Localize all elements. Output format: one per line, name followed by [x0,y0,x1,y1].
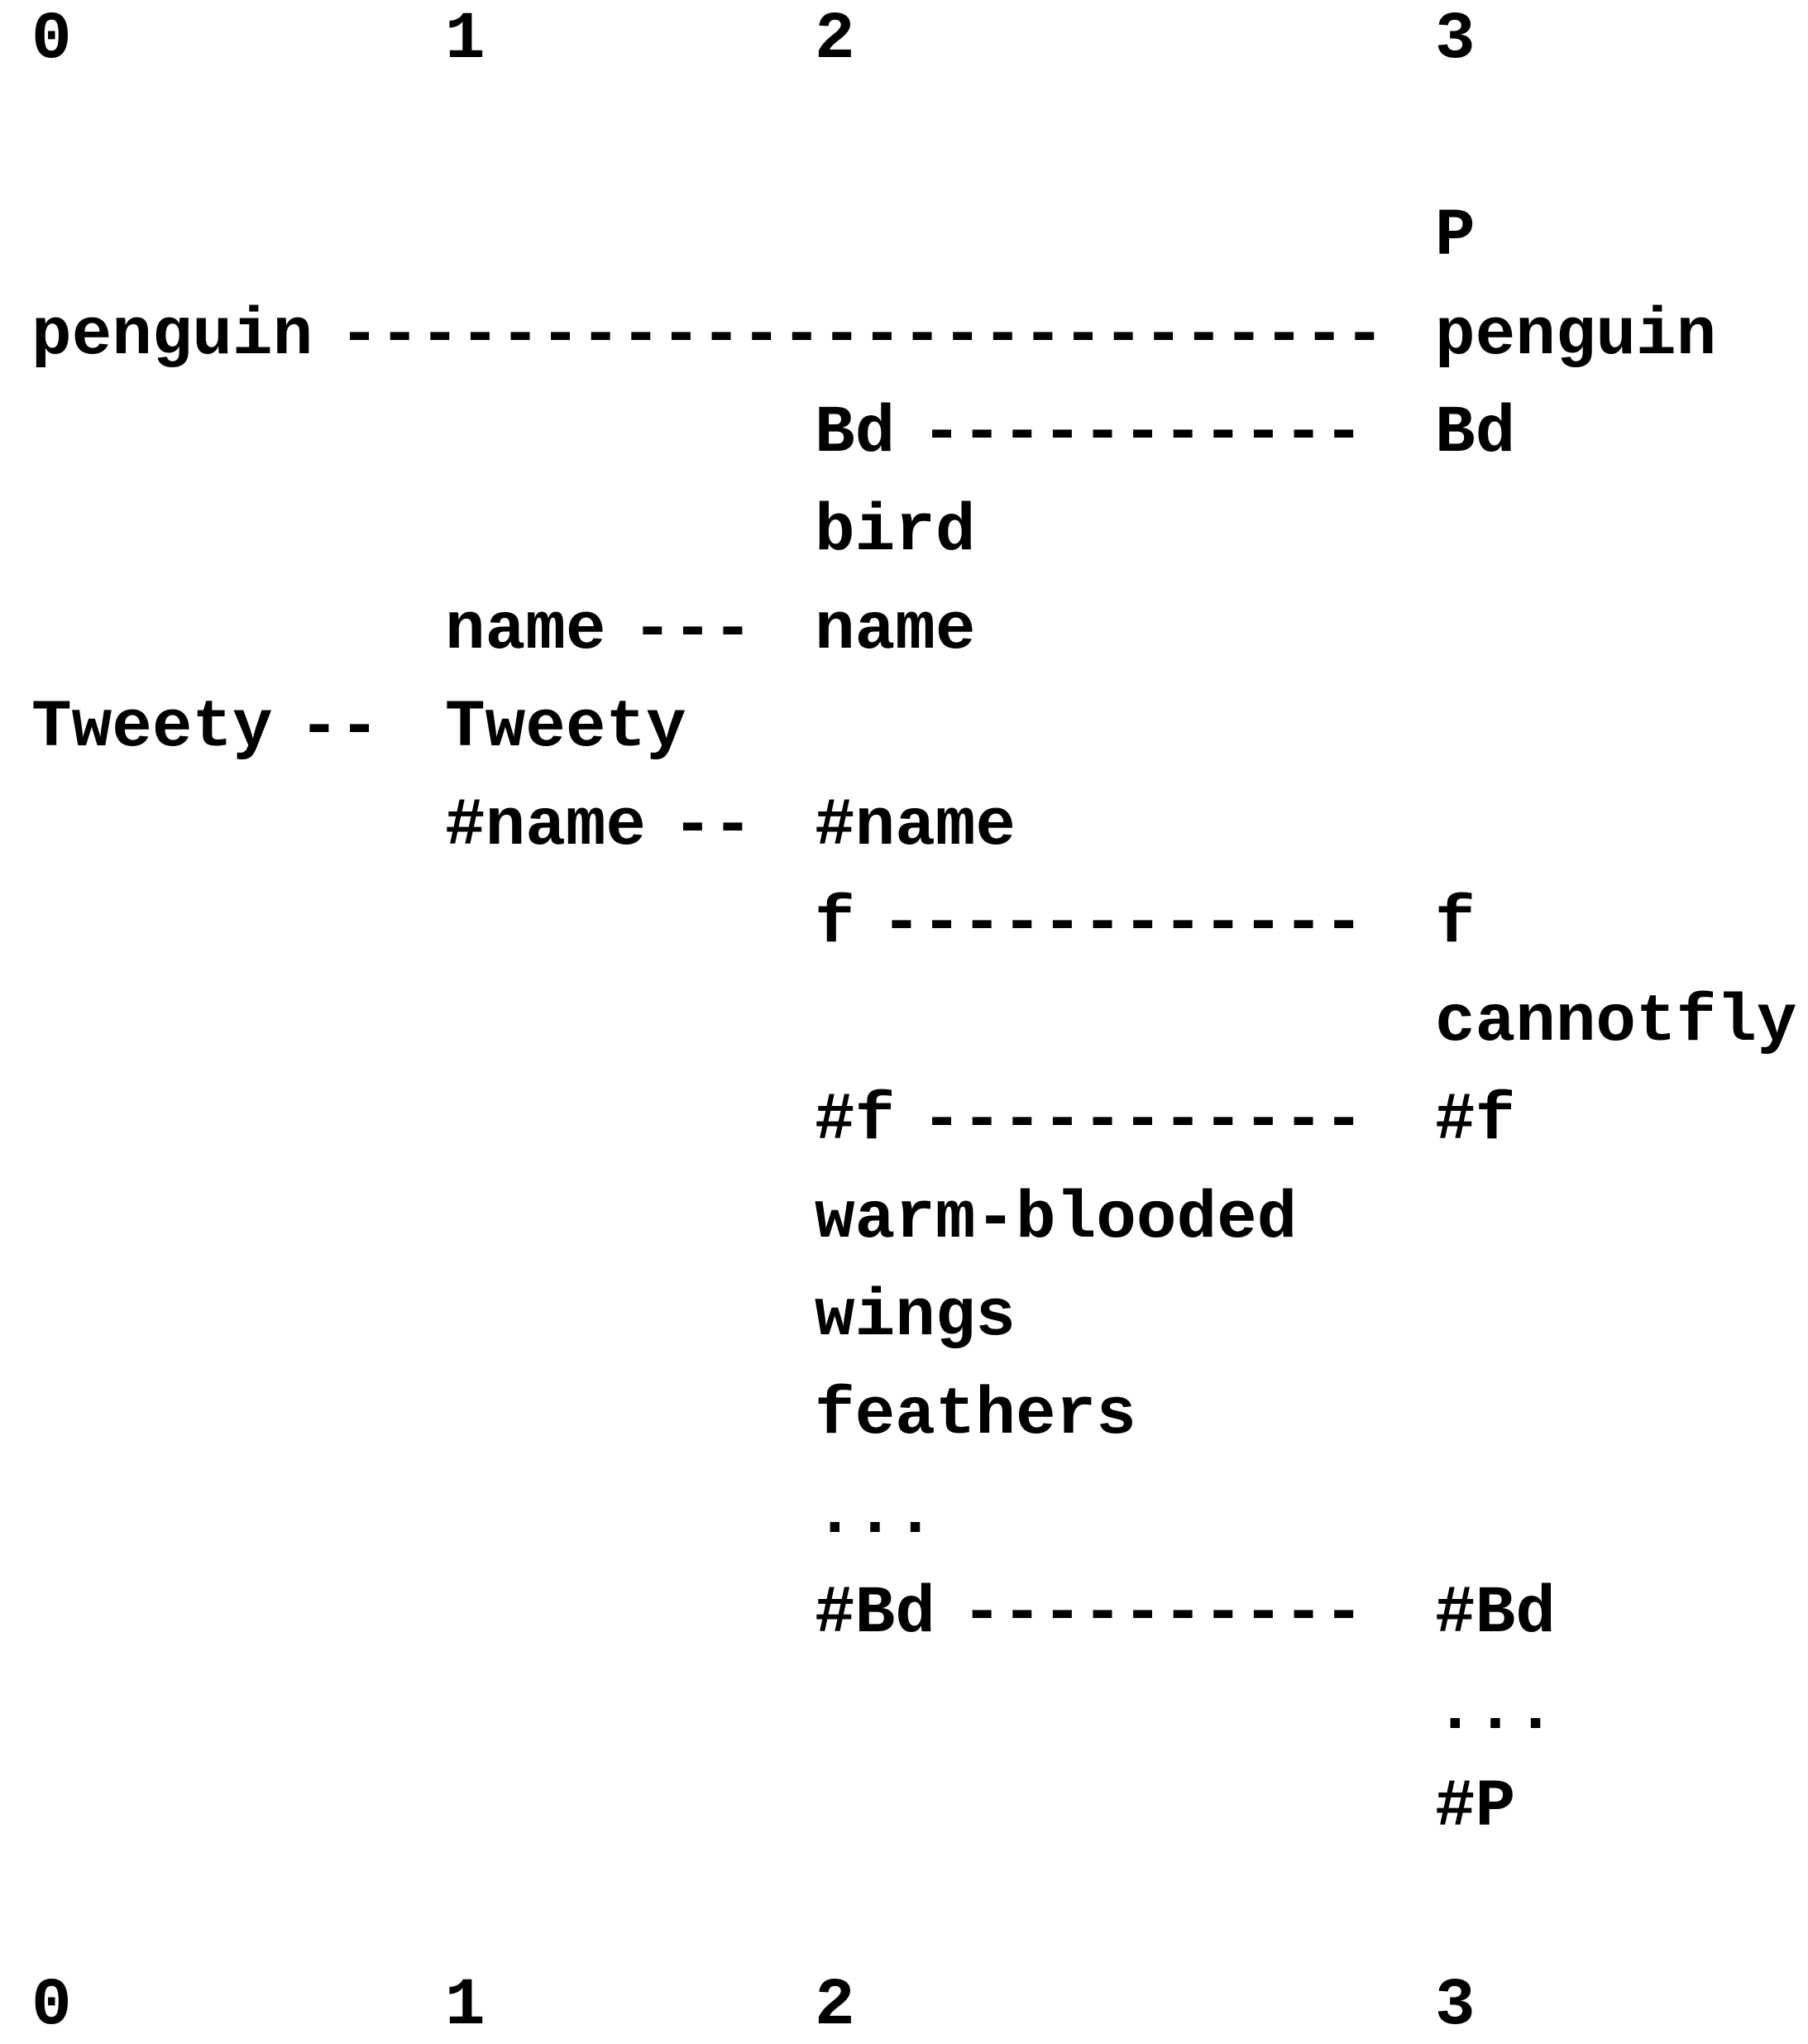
node-penguin-col3: penguin [1435,299,1717,374]
column-label-top-2: 2 [815,2,855,78]
column-label-bottom-0: 0 [31,1969,72,2044]
node-p-open-col3: P [1435,199,1476,275]
column-label-bottom-1: 1 [445,1969,485,2044]
column-label-bottom-2: 2 [815,1969,855,2044]
node-hash-f-col3: #f [1435,1084,1516,1159]
node-hash-name-col2: #name [815,789,1016,864]
column-label-top-1: 1 [445,2,485,78]
node-tweety-col1: Tweety [445,691,686,766]
node-hash-p-col3: #P [1435,1770,1516,1845]
column-label-bottom-3: 3 [1435,1969,1476,2044]
node-bird-col2: bird [815,495,976,570]
node-f-col3: f [1435,887,1476,962]
node-penguin-col0: penguin [31,299,313,374]
node-wings-col2: wings [815,1280,1016,1355]
link-hash-name: -- [672,789,753,864]
node-ellipsis-2-col2: ... [815,1477,935,1553]
node-name-col1: name [445,593,606,668]
column-label-top-0: 0 [31,2,72,78]
column-label-top-3: 3 [1435,2,1476,78]
node-hash-f-col2: #f [815,1084,896,1159]
node-tweety-col0: Tweety [31,691,273,766]
link-hash-f: ----------- [921,1084,1364,1159]
node-name-col2: name [815,593,976,668]
node-ellipsis-3-col3: ... [1435,1673,1556,1749]
link-hash-bd: ---------- [961,1577,1364,1652]
node-bd-col3: Bd [1435,396,1516,472]
link-tweety: -- [299,691,380,766]
node-feathers-col2: feathers [815,1378,1136,1453]
link-penguin: -------------------------- [339,299,1385,374]
node-hash-bd-col2: #Bd [815,1577,935,1652]
node-f-col2: f [815,887,855,962]
node-cannotfly-col3: cannotfly [1435,985,1797,1060]
link-name: --- [632,593,753,668]
link-bd: ----------- [921,396,1364,472]
node-hash-bd-col3: #Bd [1435,1577,1556,1652]
node-bd-col2: Bd [815,396,896,472]
link-f: ------------ [881,887,1364,962]
node-warm-blooded-col2: warm-blooded [815,1182,1298,1257]
node-hash-name-col1: #name [445,789,647,864]
